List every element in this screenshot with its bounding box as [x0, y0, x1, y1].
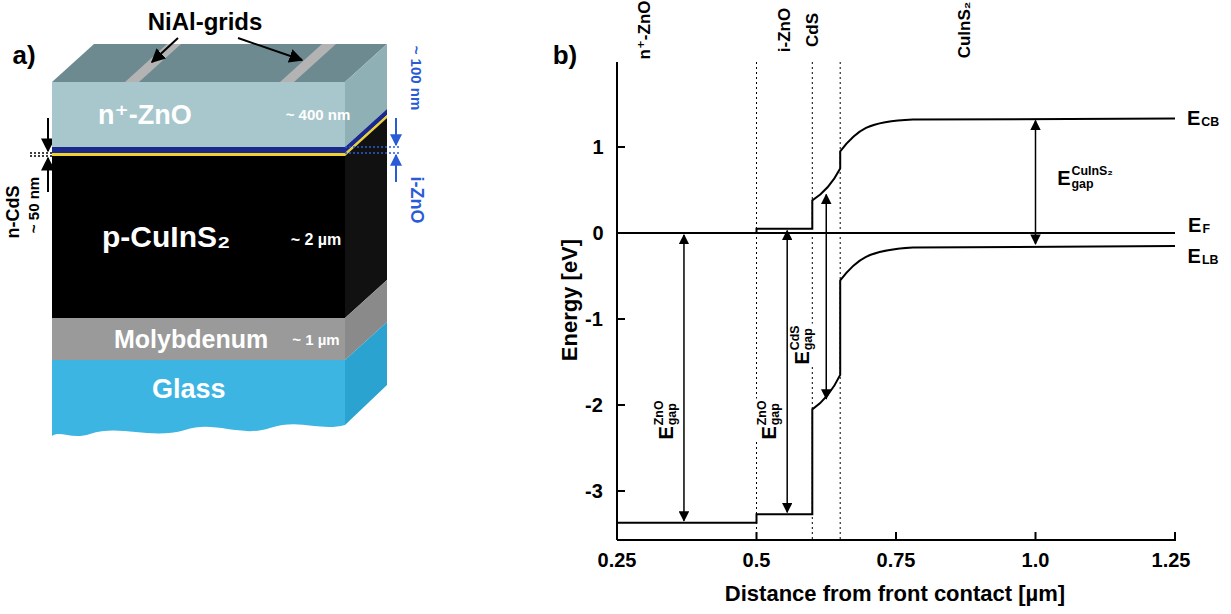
subscript: LB [1202, 254, 1219, 267]
layer-name: n-CdS [4, 186, 24, 239]
subscript: gap [802, 325, 815, 350]
region-name: CdS [804, 13, 823, 47]
subscript: gap [1072, 178, 1113, 191]
conduction-band [617, 119, 1175, 233]
tick-label: 1 [592, 136, 603, 158]
leader-arrow [152, 38, 178, 62]
tick-label: 1.25 [1152, 549, 1191, 571]
energy-symbol: ECuInS₂gap [1055, 165, 1115, 191]
dimension-arrow [395, 155, 397, 182]
tick-label: 0.5 [743, 549, 771, 571]
index-stack: ZnOgap [756, 400, 782, 425]
symbol-letter: E [792, 351, 812, 364]
dimension: ~ 2 µm [291, 231, 342, 249]
superscript: ZnO [653, 400, 666, 425]
tick [1035, 532, 1037, 540]
tick-label: -2 [585, 394, 603, 416]
index-stack: LB [1202, 245, 1219, 267]
tick-label: 0.25 [598, 549, 637, 571]
symbol-letter: E [656, 426, 676, 439]
region-name: i-ZnO [776, 8, 795, 52]
subscript: gap [769, 400, 782, 425]
subscript: F [1202, 223, 1210, 236]
tick [617, 146, 625, 148]
axis-title: Distance from front contact [µm] [725, 582, 1065, 606]
region-boundary [756, 62, 757, 540]
layer-name: Molybdenum [114, 325, 268, 354]
gap-arrow [683, 235, 685, 521]
symbol-letter: E [1057, 168, 1070, 188]
dimension-arrow [47, 158, 49, 192]
index-stack: F [1202, 214, 1210, 236]
symbol-letter: E [1187, 109, 1200, 129]
index-stack: ZnOgap [653, 400, 679, 425]
energy-symbol: ELB [1188, 245, 1219, 267]
region-name: n⁺-ZnO [636, 0, 655, 59]
dimension: ~ 100 nm [408, 46, 425, 111]
tick [1174, 532, 1176, 540]
superscript: ZnO [756, 400, 769, 425]
top-face [52, 44, 387, 82]
gap-arrow [1035, 121, 1037, 244]
dotted-line [345, 152, 400, 154]
dotted-line [30, 152, 52, 154]
layer-name: p-CuInS₂ [102, 220, 230, 254]
energy-symbol: EZnOgap [653, 398, 679, 441]
grid-finger [125, 44, 181, 82]
symbol-letter: E [759, 426, 779, 439]
tick [617, 490, 625, 492]
dimension: ~ 1 µm [292, 332, 339, 349]
dimension: ~ 50 nm [26, 177, 43, 233]
layer-box: Glass [52, 360, 345, 418]
glass-edge [52, 415, 345, 436]
izno-layer [52, 147, 345, 153]
energy-symbol: ECdSgap [789, 323, 815, 366]
panel-label: b) [553, 41, 578, 70]
dimension: ~ 400 nm [286, 107, 351, 124]
tick-label: 0 [592, 222, 603, 244]
tick-label: -1 [585, 308, 603, 330]
subscript: gap [666, 400, 679, 425]
energy-symbol: EZnOgap [756, 398, 782, 441]
tick [617, 318, 625, 320]
gap-arrow [786, 231, 788, 513]
layer-name: n⁺-ZnO [98, 99, 192, 131]
leader-arrow [238, 38, 302, 60]
layer-name: i-ZnO [406, 177, 426, 224]
tick-label: 0.75 [877, 549, 916, 571]
tick [616, 532, 618, 540]
index-stack: CuInS₂gap [1072, 165, 1113, 191]
dimension-arrow [47, 118, 49, 151]
superscript: CdS [789, 325, 802, 350]
dotted-line [345, 146, 400, 148]
grid-finger [280, 44, 336, 82]
symbol-letter: E [1188, 246, 1201, 266]
energy-symbol: ECB [1187, 108, 1219, 130]
index-stack: CB [1201, 108, 1219, 130]
gap-arrow [826, 195, 828, 399]
dotted-line [30, 155, 52, 157]
tick [895, 532, 897, 540]
tick-label: -3 [585, 480, 603, 502]
y-axis [616, 62, 618, 540]
symbol-letter: E [1188, 215, 1201, 235]
side-face [345, 322, 387, 425]
superscript: CuInS₂ [1072, 165, 1113, 178]
layer-name: Glass [152, 374, 226, 405]
subscript: CB [1201, 116, 1219, 129]
band-diagram [617, 62, 1175, 540]
dimension-arrow [395, 118, 397, 145]
index-stack: CdSgap [789, 325, 815, 350]
energy-symbol: EF [1188, 214, 1210, 236]
axis-title: Energy [eV] [558, 239, 582, 361]
valence-band [617, 246, 1175, 523]
part-name: NiAl-grids [148, 9, 263, 35]
panel-label: a) [12, 41, 35, 70]
region-name: CuInS₂ [956, 2, 975, 59]
tick [617, 404, 625, 406]
tick-label: 1.0 [1022, 549, 1050, 571]
